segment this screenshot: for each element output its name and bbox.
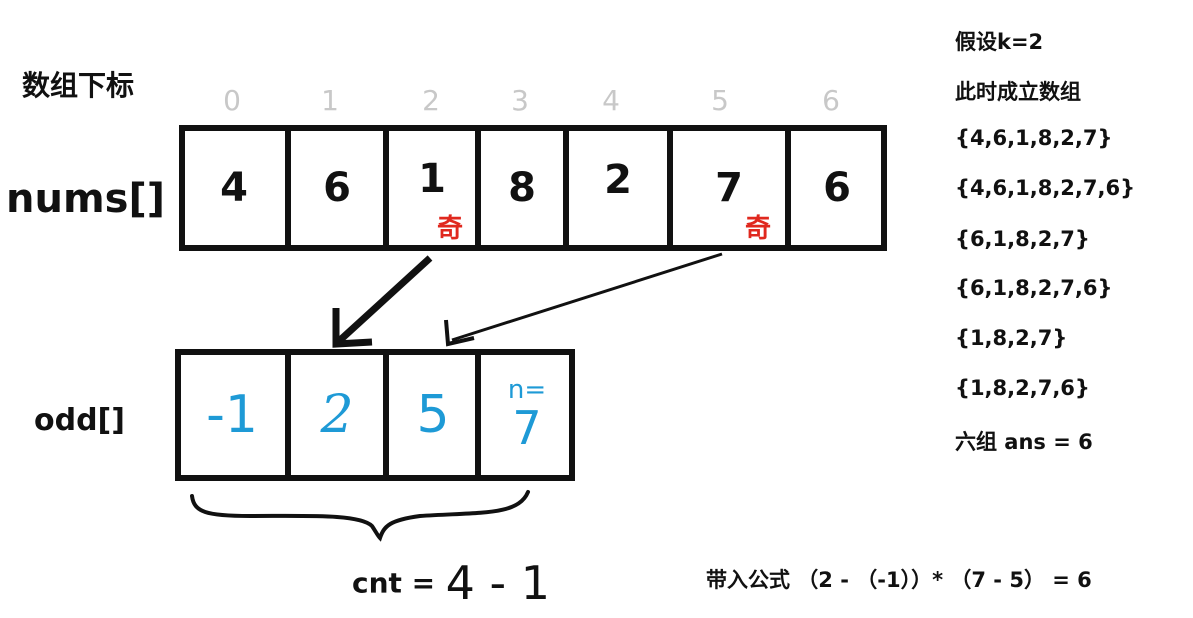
nums-cell: 8 [508, 165, 536, 211]
subarray-item: {6,1,8,2,7} [955, 227, 1090, 251]
index-3: 3 [511, 84, 529, 117]
odd-cell-last: n= 7 [480, 350, 574, 480]
nums-box-border [179, 125, 887, 251]
cnt-label: cnt = [352, 566, 436, 600]
index-0: 0 [223, 84, 241, 117]
odd-cell: 5 [416, 385, 450, 445]
cnt-expression: cnt = 4 - 1 [352, 556, 550, 610]
index-4: 4 [602, 84, 620, 117]
n-note: n= [507, 375, 547, 405]
arrow-head [444, 319, 475, 347]
nums-cell: 4 [220, 165, 248, 211]
nums-cell: 7 [715, 165, 743, 211]
nums-cell: 6 [823, 165, 851, 211]
index-2: 2 [422, 84, 440, 117]
index-6: 6 [822, 84, 840, 117]
nums-cell: 2 [604, 157, 632, 203]
odd-array: -1 2 5 n= 7 [176, 350, 574, 480]
arrow-head [332, 308, 373, 348]
nums-array: 4 6 1 8 2 7 6 [180, 126, 886, 250]
nums-cell: 1 [418, 156, 446, 202]
odd-label: odd[] [34, 403, 125, 438]
odd-cell: 2 [320, 385, 354, 445]
odd-cell: -1 [206, 385, 258, 445]
index-5: 5 [711, 84, 729, 117]
nums-cell: 6 [323, 165, 351, 211]
subarrays-title: 此时成立数组 [955, 80, 1081, 104]
subarray-item: {1,8,2,7} [955, 326, 1068, 350]
odd-box-border [175, 349, 575, 481]
formula-text: 带入公式 （2 - （-1））* （7 - 5） = 6 [706, 568, 1092, 592]
index-1: 1 [321, 84, 339, 117]
subarray-item: {4,6,1,8,2,7} [955, 126, 1113, 150]
index-title: 数组下标 [22, 70, 135, 101]
arrow-from-index-2 [335, 255, 433, 345]
cnt-value: 4 - 1 [445, 556, 550, 610]
nums-label: nums[] [6, 176, 166, 222]
odd-tag-index-2: 奇 [437, 214, 464, 244]
odd-tag-index-5: 奇 [745, 214, 772, 244]
answer-text: 六组 ans = 6 [955, 430, 1093, 454]
curly-brace [190, 490, 530, 542]
odd-value: 7 [512, 401, 542, 455]
arrow-from-index-5 [451, 252, 723, 342]
subarray-item: {4,6,1,8,2,7,6} [955, 176, 1136, 200]
subarray-item: {1,8,2,7,6} [955, 376, 1090, 400]
assumption-text: 假设k=2 [955, 30, 1044, 54]
subarray-item: {6,1,8,2,7,6} [955, 276, 1113, 300]
